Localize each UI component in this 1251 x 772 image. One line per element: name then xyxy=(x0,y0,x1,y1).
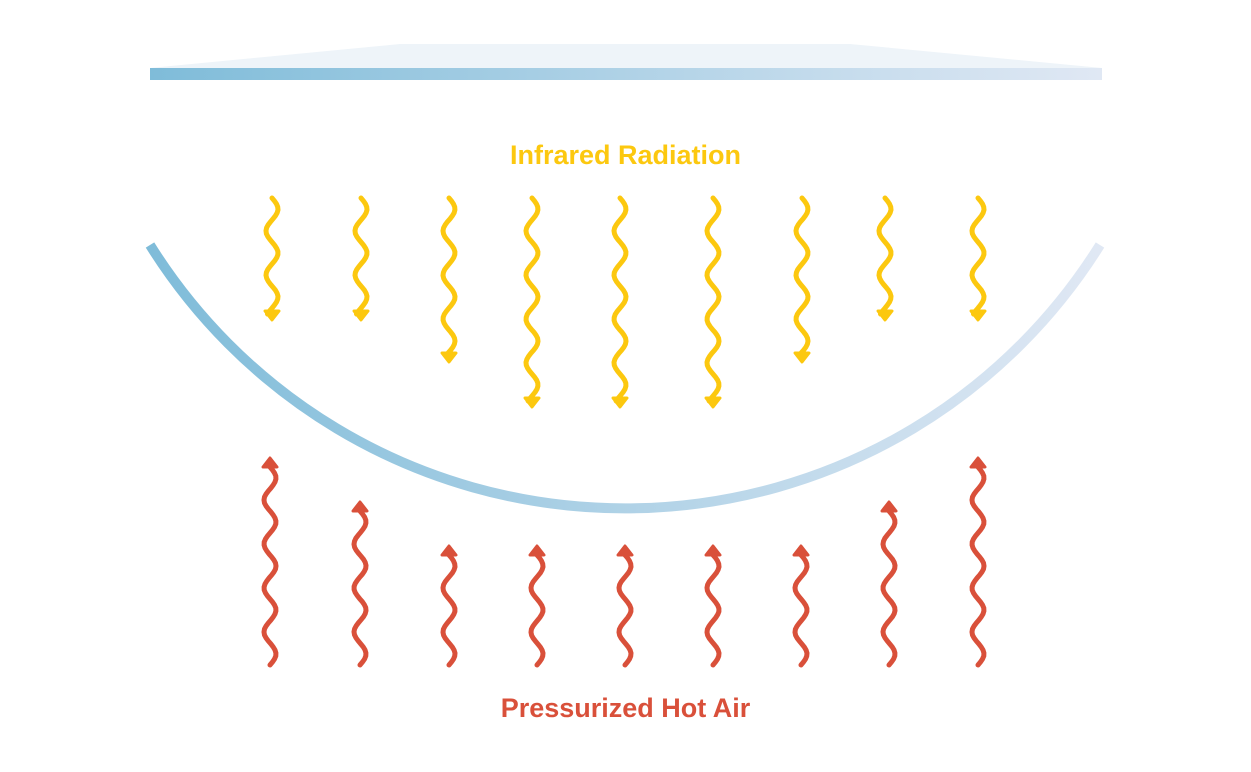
arrowhead-icon xyxy=(704,544,722,557)
wavy-arrow xyxy=(876,195,894,322)
wavy-arrow xyxy=(793,195,811,364)
infrared-arrows xyxy=(263,195,987,409)
wavy-arrow xyxy=(704,544,722,668)
wavy-arrow xyxy=(261,456,279,668)
wavy-arrow xyxy=(523,195,541,409)
arrowhead-icon xyxy=(876,309,894,322)
arrowhead-icon xyxy=(351,500,369,513)
arrowhead-icon xyxy=(528,544,546,557)
arrowhead-icon xyxy=(352,309,370,322)
glass-top-surface xyxy=(150,44,1102,68)
hot-air-arrows xyxy=(261,456,987,668)
wavy-arrow xyxy=(351,500,369,668)
wavy-arrow xyxy=(440,195,458,364)
wavy-arrow xyxy=(528,544,546,668)
arrowhead-icon xyxy=(969,309,987,322)
arrowhead-icon xyxy=(704,396,722,409)
wavy-arrow xyxy=(704,195,722,409)
arrowhead-icon xyxy=(880,500,898,513)
wavy-arrow xyxy=(611,195,629,409)
wavy-arrow xyxy=(263,195,281,322)
arrowhead-icon xyxy=(616,544,634,557)
wavy-arrow xyxy=(616,544,634,668)
arrowhead-icon xyxy=(440,544,458,557)
wavy-arrow xyxy=(969,195,987,322)
wavy-arrow xyxy=(440,544,458,668)
arrowhead-icon xyxy=(611,396,629,409)
arrowhead-icon xyxy=(793,351,811,364)
glass-panel xyxy=(150,68,1102,80)
arrowhead-icon xyxy=(523,396,541,409)
arrowhead-icon xyxy=(261,456,279,469)
pressurized-hot-air-label: Pressurized Hot Air xyxy=(500,693,751,723)
infrared-radiation-label: Infrared Radiation xyxy=(509,140,742,170)
wavy-arrow xyxy=(969,456,987,668)
arrowhead-icon xyxy=(969,456,987,469)
arrowhead-icon xyxy=(440,351,458,364)
arrowhead-icon xyxy=(792,544,810,557)
arrowhead-icon xyxy=(263,309,281,322)
wavy-arrow xyxy=(352,195,370,322)
curved-membrane xyxy=(145,242,1105,514)
wavy-arrow xyxy=(792,544,810,668)
wavy-arrow xyxy=(880,500,898,668)
